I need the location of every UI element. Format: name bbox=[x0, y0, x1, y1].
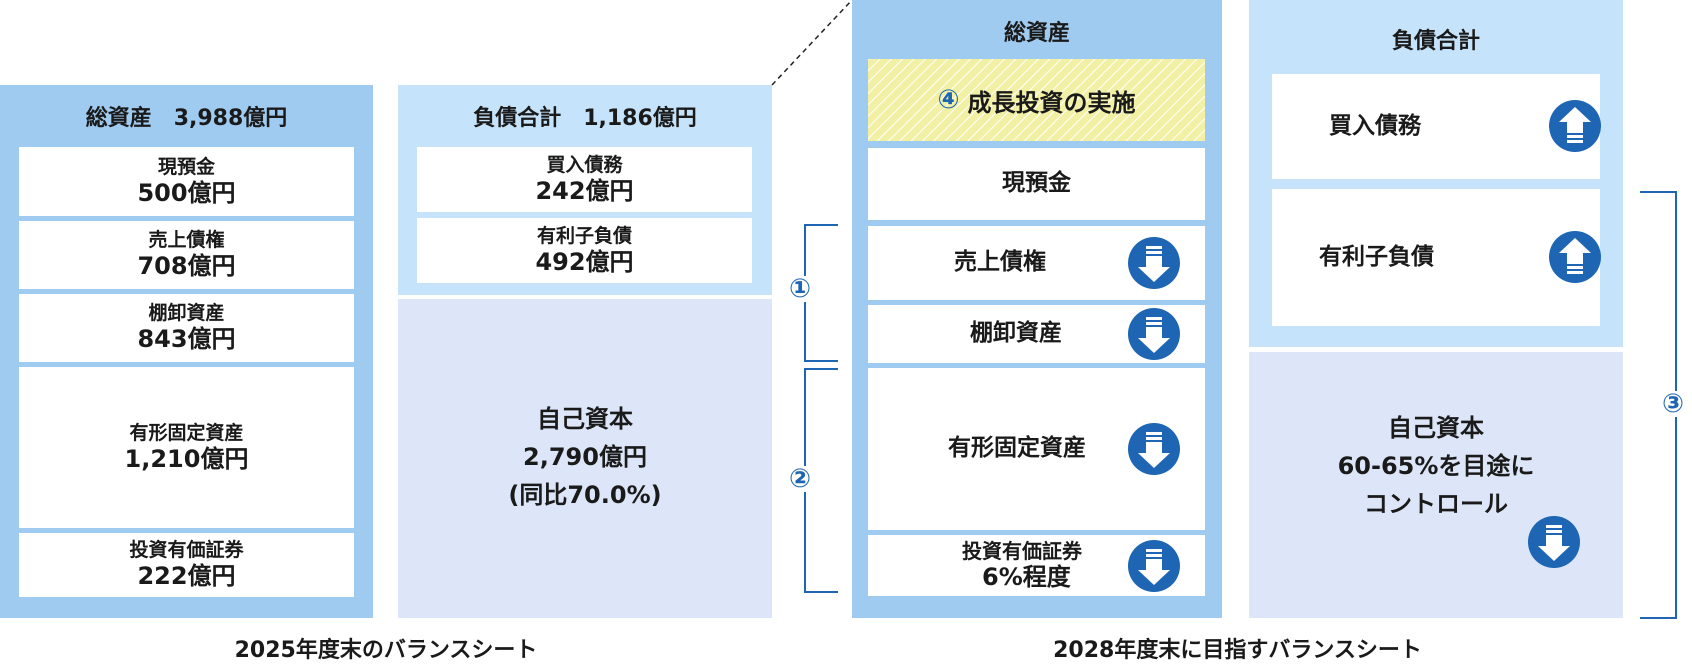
equity-2028-control: コントロール bbox=[1364, 490, 1508, 518]
growth-investment-box: ④ 成長投資の実施 bbox=[868, 59, 1205, 141]
equity-2028-block: 自己資本 60-65%を目途に コントロール bbox=[1249, 352, 1623, 618]
asset-securities-value: 222億円 bbox=[137, 562, 236, 590]
assets-2028-header: 総資産 bbox=[1003, 21, 1070, 46]
marker-1: ① bbox=[789, 274, 812, 304]
equity-2025-block: 自己資本 2,790億円 (同比70.0%) bbox=[398, 299, 772, 618]
down-arrow-icon bbox=[1128, 540, 1180, 592]
target-asset-securities-target: 6%程度 bbox=[982, 563, 1071, 592]
target-liability-debt: 有利子負債 bbox=[1272, 189, 1601, 326]
growth-investment-label: 成長投資の実施 bbox=[967, 88, 1136, 117]
target-asset-inventory: 棚卸資産 bbox=[868, 305, 1205, 363]
assets-2028-column: 総資産 ④ 成長投資の実施 現預金 売上債権 棚卸資産 有形固定資産 投資有価証… bbox=[852, 0, 1222, 618]
liability-debt: 有利子負債 492億円 bbox=[417, 218, 752, 283]
growth-investment-hatch bbox=[868, 59, 1205, 141]
assets-2025-header: 総資産 3,988億円 bbox=[85, 106, 288, 131]
target-asset-securities-label: 投資有価証券 bbox=[962, 539, 1082, 564]
liability-payables-value: 242億円 bbox=[535, 176, 634, 205]
asset-fixed: 有形固定資産 1,210億円 bbox=[19, 367, 354, 528]
asset-inventory: 棚卸資産 843億円 bbox=[19, 294, 354, 362]
asset-securities-label: 投資有価証券 bbox=[129, 539, 244, 562]
liabilities-2025-header: 負債合計 1,186億円 bbox=[473, 106, 697, 131]
liabilities-2028-column: 負債合計 買入債務 有利子負債 bbox=[1249, 0, 1623, 347]
target-asset-fixed: 有形固定資産 bbox=[868, 368, 1205, 530]
equity-2025-ratio: (同比70.0%) bbox=[508, 481, 662, 509]
target-asset-cash-label: 現預金 bbox=[1002, 170, 1071, 197]
up-arrow-icon bbox=[1549, 231, 1601, 283]
down-arrow-icon bbox=[1128, 423, 1180, 475]
equity-2028-label: 自己資本 bbox=[1388, 414, 1484, 442]
equity-2025-label: 自己資本 bbox=[537, 405, 633, 433]
down-arrow-icon bbox=[1128, 237, 1180, 289]
asset-cash-value: 500億円 bbox=[137, 178, 236, 207]
asset-securities: 投資有価証券 222億円 bbox=[19, 533, 354, 597]
asset-inventory-value: 843億円 bbox=[137, 325, 236, 353]
asset-receivables-value: 708億円 bbox=[137, 252, 236, 280]
target-asset-securities: 投資有価証券 6%程度 bbox=[868, 535, 1205, 596]
target-asset-cash: 現預金 bbox=[868, 148, 1205, 220]
target-asset-inventory-label: 棚卸資産 bbox=[970, 320, 1062, 347]
asset-receivables: 売上債権 708億円 bbox=[19, 221, 354, 289]
equity-2028-target: 60-65%を目途に bbox=[1337, 452, 1535, 480]
down-arrow-icon bbox=[1528, 516, 1580, 568]
target-asset-fixed-label: 有形固定資産 bbox=[948, 435, 1086, 462]
caption-2028: 2028年度末に目指すバランスシート bbox=[1053, 638, 1422, 663]
marker-4: ④ bbox=[937, 85, 960, 115]
liability-debt-value: 492億円 bbox=[535, 247, 634, 276]
marker-3: ③ bbox=[1662, 389, 1685, 419]
target-liability-debt-label: 有利子負債 bbox=[1319, 243, 1434, 270]
down-arrow-icon bbox=[1128, 308, 1180, 360]
asset-cash-label: 現預金 bbox=[157, 155, 215, 178]
asset-inventory-label: 棚卸資産 bbox=[148, 302, 225, 325]
target-asset-receivables-label: 売上債権 bbox=[954, 249, 1046, 276]
caption-2025: 2025年度末のバランスシート bbox=[234, 638, 538, 663]
marker-2: ② bbox=[789, 464, 812, 494]
zoom-dashed-line bbox=[771, 0, 853, 86]
asset-receivables-label: 売上債権 bbox=[148, 229, 225, 252]
liabilities-2025-column: 負債合計 1,186億円 買入債務 242億円 有利子負債 492億円 bbox=[398, 85, 772, 295]
asset-fixed-value: 1,210億円 bbox=[124, 444, 249, 473]
equity-2025-value: 2,790億円 bbox=[523, 443, 647, 471]
asset-fixed-label: 有形固定資産 bbox=[129, 421, 244, 444]
asset-cash: 現預金 500億円 bbox=[19, 147, 354, 216]
up-arrow-icon bbox=[1549, 100, 1601, 152]
liability-debt-label: 有利子負債 bbox=[536, 224, 632, 247]
liabilities-2028-header: 負債合計 bbox=[1391, 29, 1480, 54]
liability-payables: 買入債務 242億円 bbox=[417, 147, 752, 212]
target-asset-receivables: 売上債権 bbox=[868, 226, 1205, 300]
liability-payables-label: 買入債務 bbox=[546, 153, 623, 176]
target-liability-payables-label: 買入債務 bbox=[1329, 112, 1421, 139]
target-liability-payables: 買入債務 bbox=[1272, 74, 1601, 179]
assets-2025-column: 総資産 3,988億円 現預金 500億円 売上債権 708億円 棚卸資産 84… bbox=[0, 85, 373, 618]
